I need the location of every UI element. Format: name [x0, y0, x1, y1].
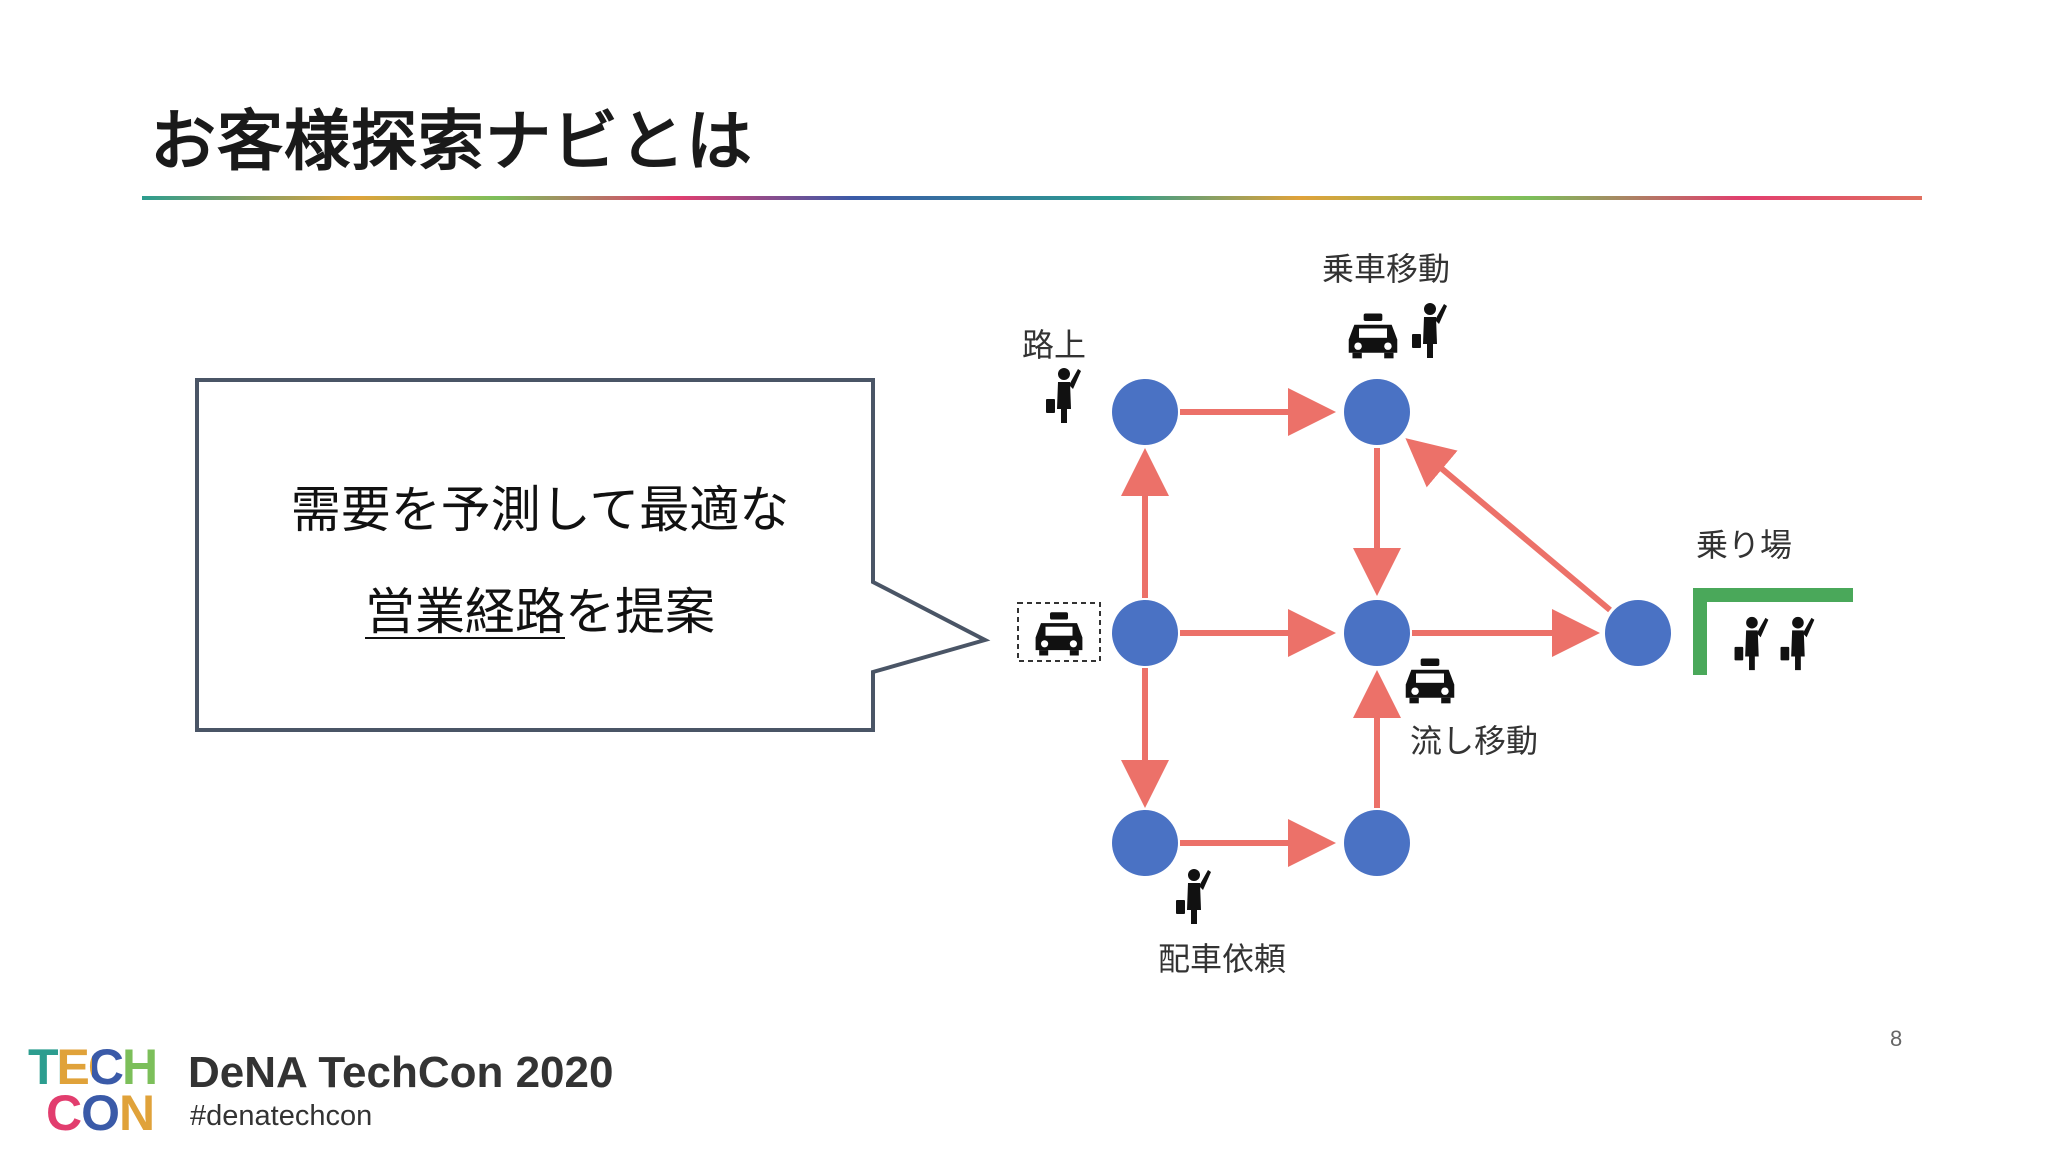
techcon-logo: TECH CON — [28, 1039, 170, 1141]
node-center — [1112, 600, 1178, 666]
callout-line-1: 需要を予測して最適な — [290, 481, 790, 539]
passenger-hailing-icon — [1734, 616, 1769, 671]
route-nodes — [1112, 379, 1671, 876]
passenger-hailing-icon — [1046, 368, 1081, 423]
passenger-hailing-icon — [1412, 303, 1447, 358]
label-boarding-move: 乗車移動 — [1322, 250, 1451, 288]
node-street — [1112, 379, 1178, 445]
taxi-icon — [1035, 612, 1083, 656]
callout-line-2: 営業経路を提案 — [200, 572, 880, 644]
label-dispatch-request: 配車依頼 — [1158, 940, 1287, 978]
node-bottomright — [1344, 810, 1410, 876]
page-number: 8 — [1890, 1026, 1903, 1051]
arrow-stand-to-boarding — [1405, 438, 1612, 613]
passenger-hailing-icon — [1780, 616, 1815, 671]
label-cruising-move: 流し移動 — [1410, 722, 1539, 760]
taxi-stand-marker — [1693, 588, 1853, 675]
label-street: 路上 — [1022, 326, 1087, 364]
route-arrows — [1121, 388, 1612, 867]
node-boarding — [1344, 379, 1410, 445]
page-title: お客様探索ナビとは — [150, 103, 753, 180]
current-taxi-box — [1017, 602, 1101, 662]
taxi-icon — [1405, 658, 1455, 704]
callout-line-2-rest: を提案 — [565, 583, 715, 641]
passenger-hailing-icon — [1176, 869, 1211, 924]
node-mid — [1344, 600, 1410, 666]
node-dispatch — [1112, 810, 1178, 876]
title-divider — [142, 196, 1922, 200]
logo-line-1: TECH — [28, 1039, 158, 1095]
callout-underlined-term: 営業経路 — [365, 583, 565, 641]
footer-hashtag: #denatechcon — [190, 1100, 373, 1132]
callout-bubble — [195, 378, 991, 732]
node-stand — [1605, 600, 1671, 666]
logo-line-2: CON — [46, 1085, 155, 1141]
footer-event-name: DeNA TechCon 2020 — [188, 1048, 614, 1097]
taxi-icon — [1348, 313, 1398, 359]
label-taxi-stand: 乗り場 — [1696, 526, 1793, 564]
